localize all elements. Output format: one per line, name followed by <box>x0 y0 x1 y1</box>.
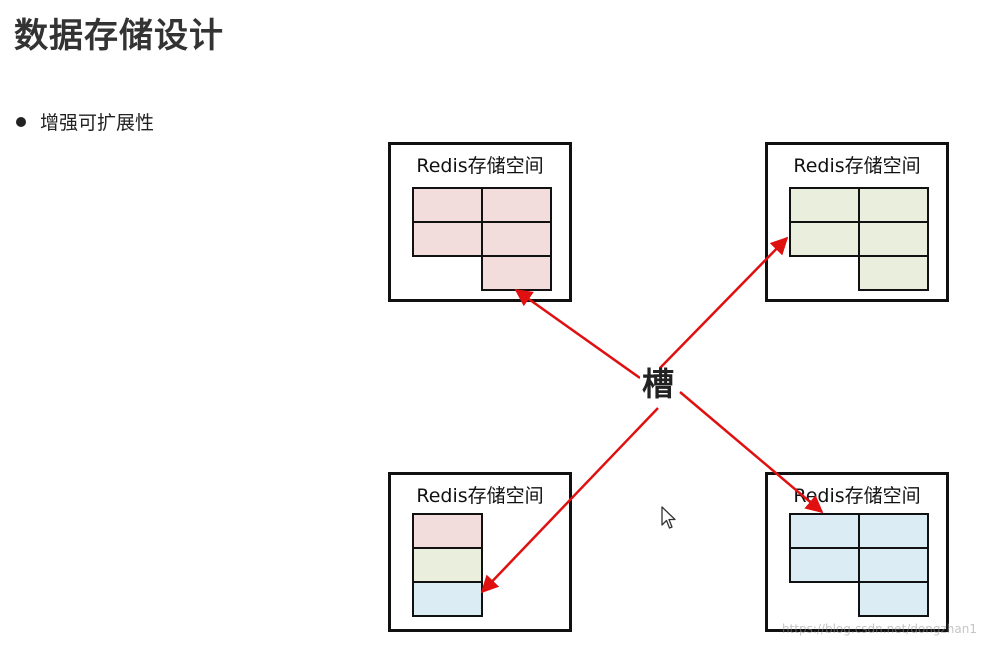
redis-storage-box-bottom-right: Redis存储空间 <box>765 472 949 632</box>
redis-storage-box-top-left: Redis存储空间 <box>388 142 572 302</box>
box-title: Redis存储空间 <box>793 485 921 507</box>
redis-storage-box-bottom-left: Redis存储空间 <box>388 472 572 632</box>
slot-cell <box>858 255 929 291</box>
arrow-to-top-right <box>659 236 789 369</box>
bullet-item: 增强可扩展性 <box>16 108 154 135</box>
slot-cell <box>412 581 483 617</box>
arrow-to-bottom-right <box>679 391 824 514</box>
box-title: Redis存储空间 <box>416 155 544 177</box>
bullet-dot-icon <box>16 116 26 127</box>
slot-cell <box>481 187 552 223</box>
slot-cell <box>858 581 929 617</box>
bullet-text: 增强可扩展性 <box>40 112 155 134</box>
arrow-to-bottom-left <box>480 407 659 594</box>
slot-center-label: 槽 <box>640 365 677 403</box>
box-title: Redis存储空间 <box>793 155 921 177</box>
mouse-cursor-icon <box>661 506 676 529</box>
slot-cell <box>789 221 860 257</box>
slot-cell <box>481 221 552 257</box>
arrow-to-top-left <box>514 288 641 380</box>
page-title: 数据存储设计 <box>14 16 224 56</box>
box-title: Redis存储空间 <box>416 485 544 507</box>
slot-cell <box>789 547 860 583</box>
watermark: https://blog.csdn.net/dongzhan1 <box>781 622 977 636</box>
redis-storage-box-top-right: Redis存储空间 <box>765 142 949 302</box>
